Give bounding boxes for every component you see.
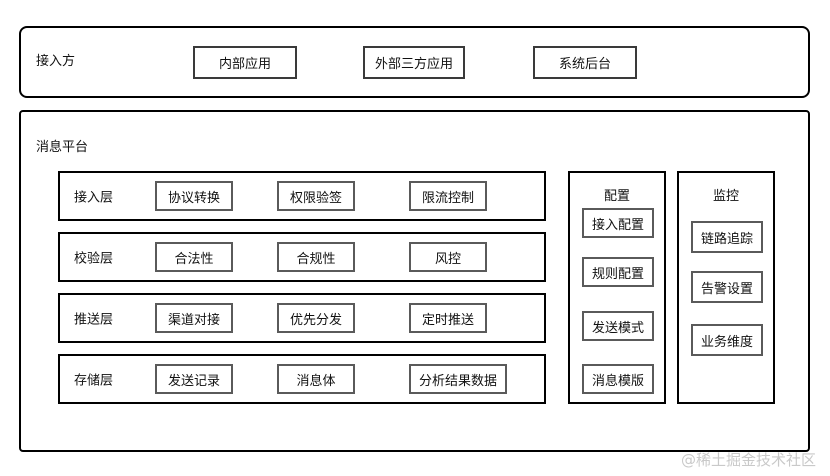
watermark-text: @稀土掘金技术社区	[680, 451, 816, 469]
layer-validation-item-legality: 合法性	[155, 242, 233, 272]
layer-storage-item-records: 发送记录	[155, 364, 233, 394]
layer-push-item-priority: 优先分发	[277, 303, 355, 333]
layer-validation-item-risk: 风控	[409, 242, 487, 272]
access-item-third-party-app: 外部三方应用	[363, 46, 465, 79]
monitor-title: 监控	[712, 189, 739, 204]
monitor-item-tracing: 链路追踪	[691, 221, 763, 253]
access-side-title: 接入方	[36, 54, 76, 69]
monitor-item-business: 业务维度	[691, 324, 763, 356]
layer-validation-item-compliance: 合规性	[277, 242, 355, 272]
config-item-template: 消息模版	[582, 364, 654, 394]
layer-storage-item-analysis: 分析结果数据	[409, 364, 507, 394]
config-item-send-mode: 发送模式	[582, 311, 654, 341]
layer-access-title: 接入层	[74, 190, 114, 206]
layer-access-item-protocol: 协议转换	[155, 181, 233, 211]
config-title: 配置	[603, 189, 630, 204]
access-item-system-backend: 系统后台	[533, 46, 637, 79]
layer-push-item-channel: 渠道对接	[155, 303, 233, 333]
layer-storage-title: 存储层	[74, 373, 114, 389]
layer-storage-item-message-body: 消息体	[277, 364, 355, 394]
config-item-rules: 规则配置	[582, 257, 654, 287]
layer-validation-title: 校验层	[74, 251, 114, 267]
access-item-internal-app: 内部应用	[193, 46, 297, 79]
config-item-access: 接入配置	[582, 208, 654, 238]
layer-access-item-auth: 权限验签	[277, 181, 355, 211]
layer-push-title: 推送层	[74, 312, 114, 328]
layer-access-item-ratelimit: 限流控制	[409, 181, 487, 211]
monitor-item-alerts: 告警设置	[691, 271, 763, 303]
layer-push-item-scheduled: 定时推送	[409, 303, 487, 333]
message-platform-title: 消息平台	[36, 140, 89, 155]
